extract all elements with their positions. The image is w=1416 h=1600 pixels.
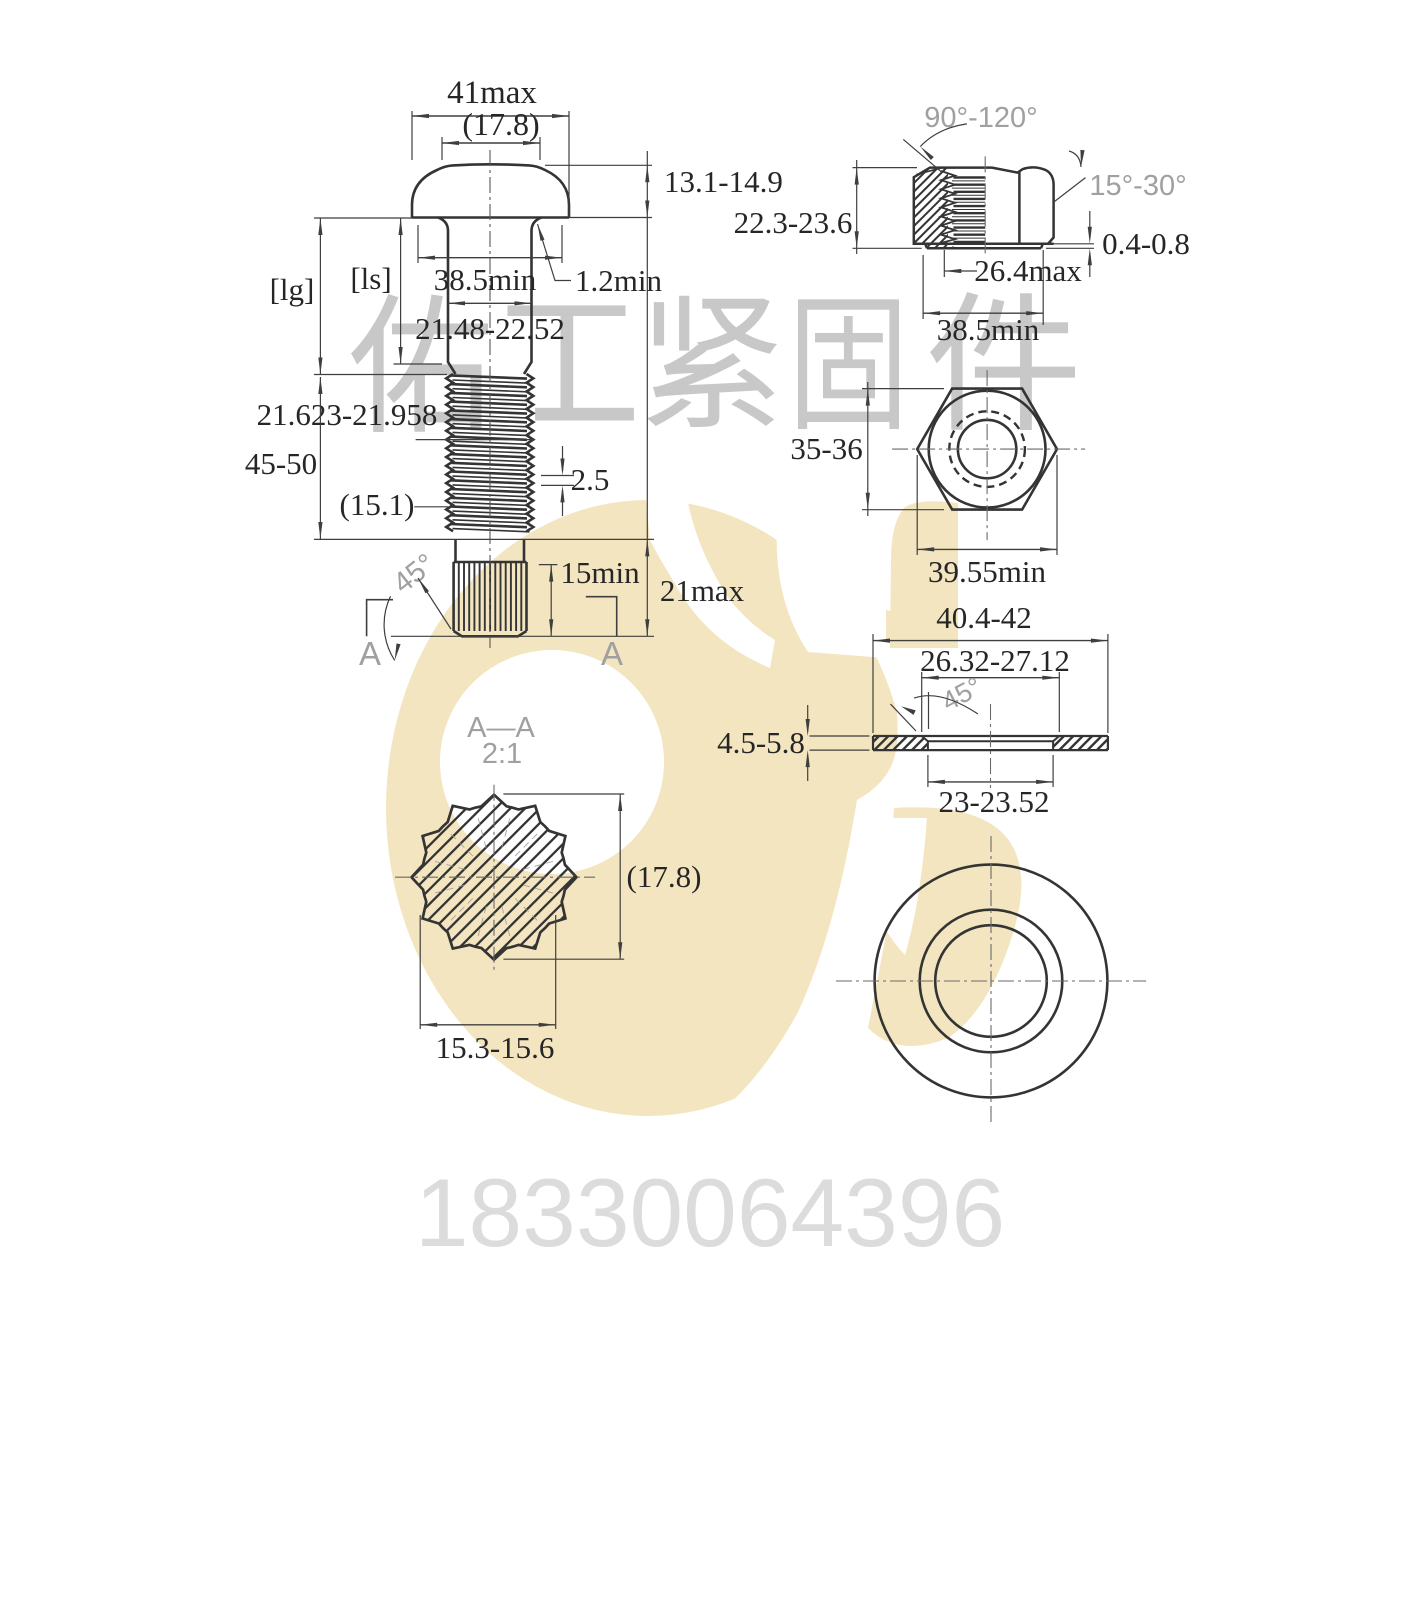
svg-text:15°-30°: 15°-30° (1089, 170, 1186, 202)
svg-text:90°-120°: 90°-120° (924, 102, 1038, 134)
svg-text:21max: 21max (660, 573, 745, 608)
svg-text:A—A: A—A (467, 712, 535, 744)
svg-text:21.48-22.52: 21.48-22.52 (415, 311, 565, 346)
svg-text:39.55min: 39.55min (928, 554, 1046, 589)
svg-text:40.4-42: 40.4-42 (936, 600, 1032, 635)
svg-text:1.2min: 1.2min (575, 263, 662, 298)
svg-text:22.3-23.6: 22.3-23.6 (734, 205, 853, 240)
svg-text:41max: 41max (447, 75, 537, 111)
svg-text:26.32-27.12: 26.32-27.12 (920, 643, 1070, 678)
svg-text:21.623-21.958: 21.623-21.958 (257, 397, 438, 432)
svg-text:[ls]: [ls] (350, 261, 391, 296)
svg-text:13.1-14.9: 13.1-14.9 (664, 164, 783, 199)
svg-text:[lg]: [lg] (270, 272, 315, 307)
svg-text:(17.8): (17.8) (462, 106, 539, 142)
svg-text:38.5min: 38.5min (434, 262, 537, 297)
svg-text:2:1: 2:1 (482, 738, 522, 770)
svg-text:A: A (601, 635, 623, 672)
svg-text:(17.8): (17.8) (627, 859, 702, 894)
svg-text:26.4max: 26.4max (974, 253, 1082, 288)
svg-text:0.4-0.8: 0.4-0.8 (1102, 226, 1190, 261)
svg-text:15.3-15.6: 15.3-15.6 (436, 1030, 555, 1065)
svg-text:15min: 15min (560, 555, 640, 590)
svg-text:(15.1): (15.1) (340, 487, 415, 522)
svg-text:45-50: 45-50 (245, 446, 317, 481)
svg-text:23-23.52: 23-23.52 (938, 784, 1049, 819)
svg-text:35-36: 35-36 (790, 431, 862, 466)
svg-text:38.5min: 38.5min (937, 312, 1040, 347)
svg-text:2.5: 2.5 (571, 462, 610, 497)
svg-text:A: A (359, 635, 381, 672)
svg-text:18330064396: 18330064396 (415, 1160, 1005, 1267)
svg-text:4.5-5.8: 4.5-5.8 (717, 725, 805, 760)
